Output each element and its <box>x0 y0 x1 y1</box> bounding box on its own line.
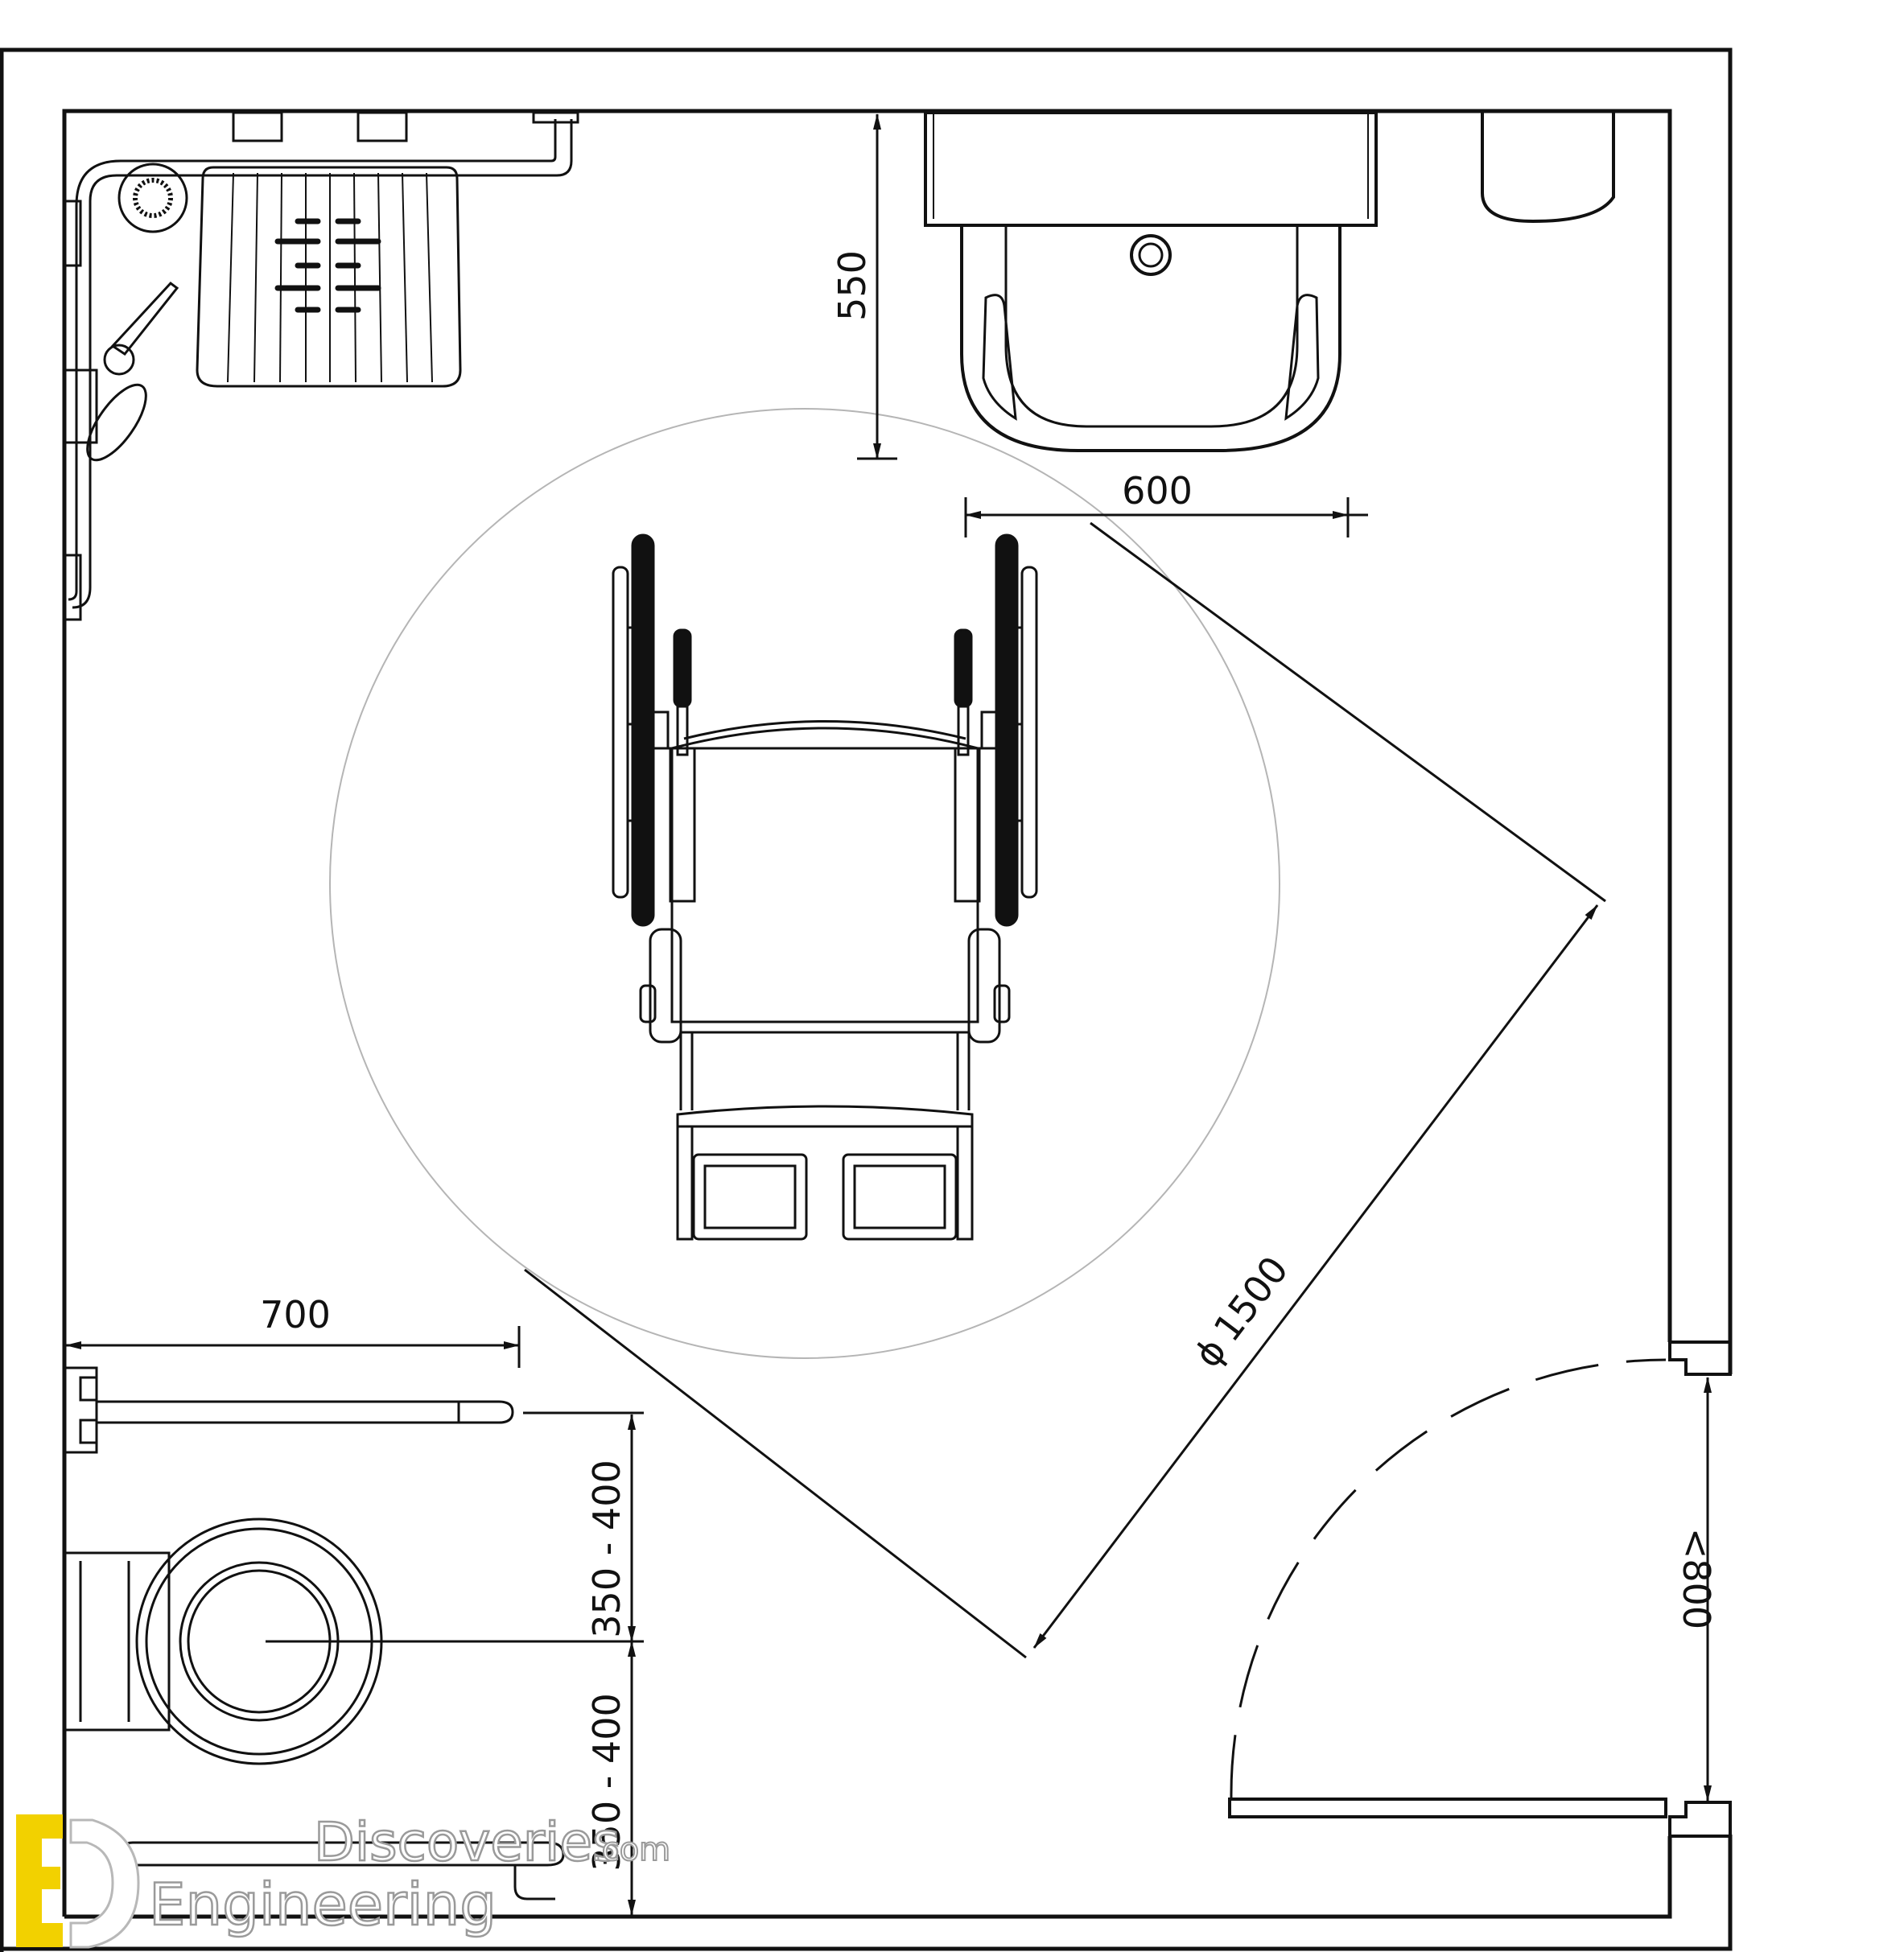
rail-bracket <box>532 111 579 124</box>
watermark: Discoveries .com Engineering <box>16 1810 671 1949</box>
wc-grab-rail <box>63 1366 514 1454</box>
dimension-diameter-label-group: ϕ1500 <box>1185 1248 1296 1375</box>
toilet-cistern <box>63 1551 171 1732</box>
basin-drain-icon <box>1130 234 1172 276</box>
wheel-right <box>995 533 1019 927</box>
turning-circle <box>329 408 1280 1359</box>
outer-wall <box>0 47 1733 1952</box>
hand-shower-icon <box>110 281 179 356</box>
logo-icon <box>16 1814 140 1949</box>
door-swing-arc <box>1230 1358 1667 1800</box>
dimension-550 <box>857 109 897 460</box>
shower-head-icon <box>117 163 188 233</box>
dimension-600 <box>964 497 1368 537</box>
watermark-suffix-text: .com <box>591 1831 670 1868</box>
dimension-700-label: 700 <box>260 1293 331 1336</box>
dimension-800-label: <800 <box>1675 1528 1718 1629</box>
seat-drain-slots <box>274 218 381 313</box>
footrest-left <box>692 1153 808 1241</box>
walls <box>0 47 1733 1952</box>
seat <box>670 747 979 1023</box>
dimension-350-400-upper-label: 350 - 400 <box>585 1460 628 1637</box>
dimension-diameter <box>524 521 1606 1659</box>
dimension-550-label: 550 <box>830 250 874 321</box>
dimension-350-400-lower-label: 350 - 400 <box>585 1693 628 1871</box>
dimension-1500-label: 1500 <box>1205 1248 1297 1349</box>
dimension-350-400 <box>266 1411 644 1916</box>
outer-wall-lower <box>2 1835 1733 1951</box>
inner-wall-lower <box>64 1836 1672 1919</box>
seat-slats <box>227 172 433 383</box>
dimension-600-label: 600 <box>1122 469 1193 513</box>
handle-right <box>954 628 973 708</box>
basin-tap <box>1481 113 1615 224</box>
door-jamb-bottom <box>1668 1801 1732 1838</box>
shower-seat <box>196 166 462 388</box>
watermark-bottom-text: Engineering <box>149 1871 497 1938</box>
door-leaf <box>1228 1798 1667 1818</box>
svg-text:ϕ1500: ϕ1500 <box>1185 1248 1296 1375</box>
dimension-700 <box>65 1326 521 1368</box>
backrest <box>671 727 979 750</box>
shower-grab-rail <box>72 119 573 609</box>
shower-fittings <box>63 111 579 621</box>
basin-counter <box>924 111 1378 227</box>
door-jamb-top <box>1668 1340 1732 1376</box>
footrest-right <box>842 1153 958 1241</box>
watermark-top-text: Discoveries <box>314 1811 620 1873</box>
wheelchair-icon <box>612 533 1038 1241</box>
wheel-left <box>631 533 655 927</box>
washbasin <box>924 111 1615 452</box>
basin-bowl <box>960 227 1341 452</box>
handle-left <box>673 628 692 708</box>
door <box>1228 1358 1667 1818</box>
